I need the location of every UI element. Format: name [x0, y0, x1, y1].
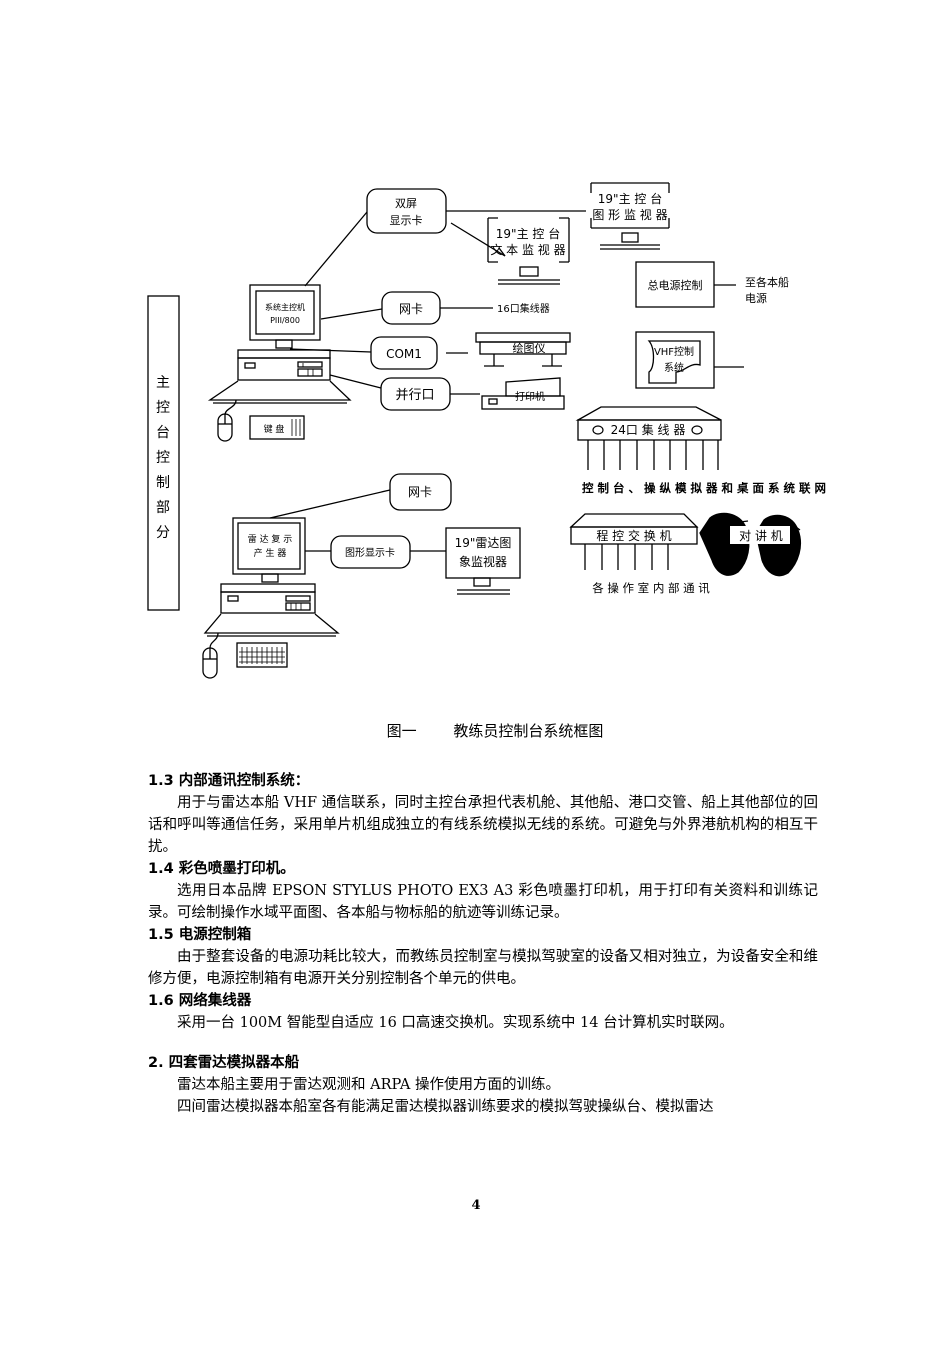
vhf-box: [635, 331, 715, 389]
section-heading-2: 2. 四套雷达模拟器本船: [148, 1055, 300, 1071]
svg-text:台: 台: [156, 425, 170, 441]
graphics-card-label: 图形显示卡: [345, 546, 395, 559]
power-control-label: 总电源控制: [648, 278, 703, 292]
side-label-box: [147, 295, 180, 611]
com1-box: [370, 336, 438, 370]
svg-text:部: 部: [156, 500, 170, 516]
hub24-label: 24口 集 线 器: [611, 422, 686, 437]
keyboard-label: 键 盘: [264, 423, 285, 435]
svg-text:主: 主: [156, 375, 170, 391]
power-to-label-2: 电源: [745, 291, 767, 305]
page-number: 4: [471, 1198, 481, 1213]
section-heading-1-4: 1.4 彩色喷墨打印机。: [148, 861, 295, 877]
graphics-card-box: [330, 535, 411, 569]
section-heading-1-3: 1.3 内部通讯控制系统：: [148, 773, 310, 789]
plotter-label: 绘图仪: [513, 341, 546, 355]
text-monitor-label-1: 19"主 控 台: [496, 226, 560, 241]
hub24-description: 控 制 台 、 操 纵 模 拟 器 和 桌 面 系 统 联 网: [582, 481, 826, 495]
radar-generator-label-1: 雷 达 复 示: [248, 533, 293, 545]
section-2-paragraph-1: 雷达本船主要用于雷达观测和 ARPA 操作使用方面的训练。: [177, 1077, 561, 1093]
radar-generator-label-2: 产 生 器: [254, 547, 287, 559]
system-block-diagram: 主 控 台 控 制 部 分 双屏 显示卡 19"主 控 台 图 形 监 视 器 …: [147, 182, 826, 679]
body-text: 1.3 内部通讯控制系统： 用于与雷达本船 VHF 通信联系，同时主控台承担代表…: [148, 770, 818, 1118]
svg-text:制: 制: [156, 475, 170, 491]
dual-screen-card-label-1: 双屏: [395, 197, 417, 210]
graphics-monitor-label-1: 19"主 控 台: [598, 191, 662, 206]
intercom-handset-2: [755, 514, 802, 577]
pbx-label: 程 控 交 换 机: [596, 528, 671, 543]
section-heading-1-5: 1.5 电源控制箱: [148, 927, 252, 943]
section-paragraph-1-6: 采用一台 100M 智能型自适应 16 口高速交换机。实现系统中 14 台计算机…: [177, 1015, 734, 1031]
com1-label: COM1: [386, 347, 422, 361]
net-card-2-label: 网卡: [408, 485, 432, 499]
figure-caption: 图一 教练员控制台系统框图: [0, 720, 952, 741]
radar-monitor-label-2: 象监视器: [459, 554, 507, 569]
main-pc-label-2: PIII/800: [270, 316, 300, 325]
section-paragraph-1-5: 由于整套设备的电源功耗比较大，而教练员控制室与模拟驾驶室的设备又相对独立，为设备…: [148, 949, 818, 987]
figure-number: 图一: [386, 722, 417, 740]
intercom-label: 对 讲 机: [739, 528, 783, 543]
svg-text:控: 控: [156, 450, 170, 466]
printer-label: 打印机: [515, 390, 545, 403]
power-to-label-1: 至各本船: [745, 275, 789, 289]
parallel-port-label: 并行口: [395, 388, 434, 403]
svg-text:控: 控: [156, 400, 170, 416]
figure-title: 教练员控制台系统框图: [453, 722, 604, 740]
pbx-description: 各 操 作 室 内 部 通 讯: [592, 581, 710, 595]
net-card-2-box: [389, 473, 452, 511]
vhf-label-2: 系统: [664, 361, 684, 374]
vhf-label-1: VHF控制: [654, 345, 694, 358]
svg-text:分: 分: [156, 525, 170, 541]
intercom-handset-1: [699, 512, 750, 576]
section-2-paragraph-2: 四间雷达模拟器本船室各有能满足雷达模拟器训练要求的模拟驾驶操纵台、模拟雷达: [177, 1099, 714, 1115]
main-pc-label-1: 系统主控机: [265, 302, 305, 312]
graphics-monitor-label-2: 图 形 监 视 器: [592, 207, 667, 222]
section-paragraph-1-3: 用于与雷达本船 VHF 通信联系，同时主控台承担代表机舱、其他船、港口交管、船上…: [148, 795, 818, 855]
hub16-label: 16口集线器: [497, 302, 550, 315]
radar-monitor-label-1: 19"雷达图: [455, 536, 512, 550]
section-heading-1-6: 1.6 网络集线器: [148, 993, 252, 1009]
section-paragraph-1-4: 选用日本品牌 EPSON STYLUS PHOTO EX3 A3 彩色喷墨打印机…: [148, 883, 818, 921]
net-card-1-label: 网卡: [399, 302, 423, 316]
text-monitor-label-2: 文 本 监 视 器: [490, 242, 565, 257]
dual-screen-card-label-2: 显示卡: [390, 214, 423, 227]
side-label: 主 控 台 控 制 部 分: [156, 375, 170, 541]
